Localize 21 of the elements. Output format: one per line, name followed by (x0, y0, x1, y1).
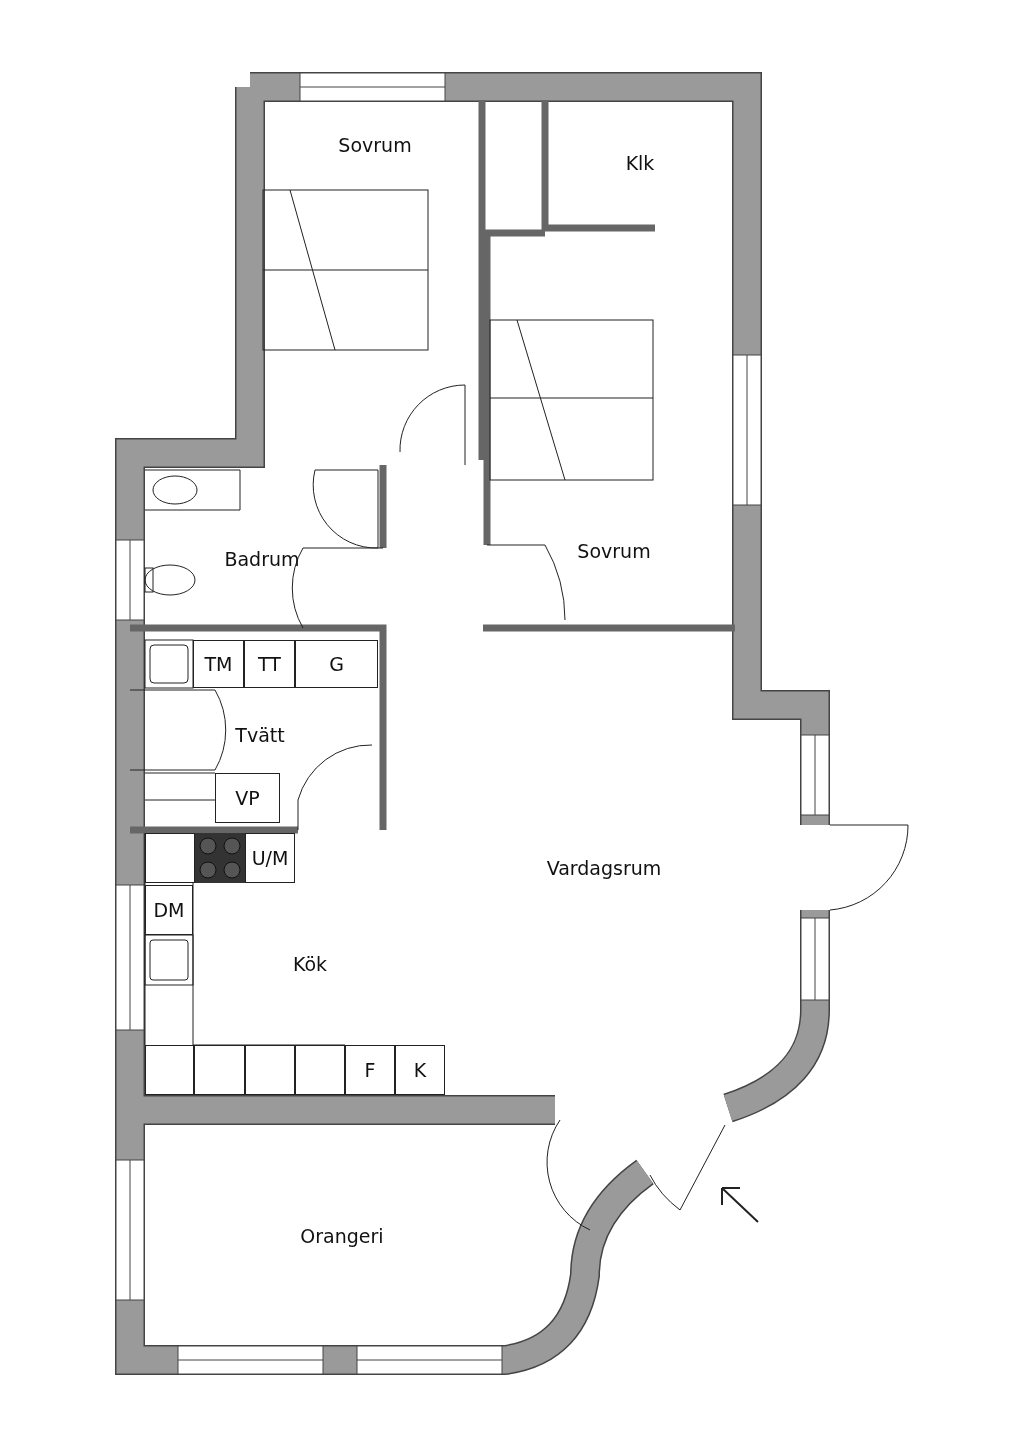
room-label: Kök (292, 953, 328, 975)
room-label: Badrum (224, 548, 300, 570)
appliance-label: VP (215, 773, 280, 823)
cabinet-box (145, 833, 195, 883)
appliance-label: DM (145, 885, 193, 935)
appliance-label: F (345, 1045, 395, 1095)
room-label: Klk (625, 152, 655, 174)
room-label: Tvätt (235, 724, 285, 746)
appliance-label: U/M (245, 833, 295, 883)
cabinet-box (245, 1045, 295, 1095)
room-label: Vardagsrum (546, 857, 662, 879)
cabinet-box (145, 1045, 194, 1095)
cabinet-box (295, 1045, 345, 1095)
room-label: Sovrum (338, 134, 412, 156)
appliance-label: TT (244, 640, 295, 688)
appliance-label: G (295, 640, 378, 688)
room-label: Orangeri (300, 1225, 384, 1247)
appliance-label: TM (193, 640, 244, 688)
appliance-label: K (395, 1045, 445, 1095)
room-label: Sovrum (577, 540, 651, 562)
cabinet-box (194, 1045, 245, 1095)
